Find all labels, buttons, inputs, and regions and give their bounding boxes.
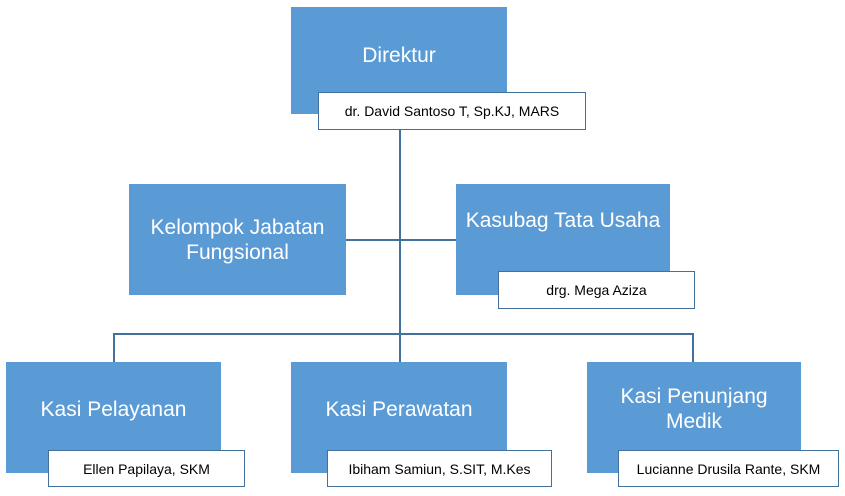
connector-trunk [399,130,401,362]
node-perawatan-name: Ibiham Samiun, S.SIT, M.Kes [327,450,552,487]
node-kelompok-jabatan-fungsional: Kelompok Jabatan Fungsional [129,184,346,295]
node-kelompok-title: Kelompok Jabatan Fungsional [150,215,325,264]
connector-pelayanan [113,333,115,362]
node-direktur-title: Direktur [362,44,436,67]
connector-sections [113,333,694,335]
connector-staff [346,239,456,241]
node-perawatan-title: Kasi Perawatan [325,398,473,421]
connector-penunjang [692,333,694,362]
node-pelayanan-title: Kasi Pelayanan [40,398,187,421]
node-kasubag-name: drg. Mega Aziza [498,271,695,309]
node-kasubag-title: Kasubag Tata Usaha [465,209,661,232]
node-penunjang-name: Lucianne Drusila Rante, SKM [618,450,839,487]
node-pelayanan-name: Ellen Papilaya, SKM [48,450,245,487]
node-penunjang-title: Kasi Penunjang Medik [620,385,768,433]
node-direktur-name: dr. David Santoso T, Sp.KJ, MARS [318,92,586,130]
